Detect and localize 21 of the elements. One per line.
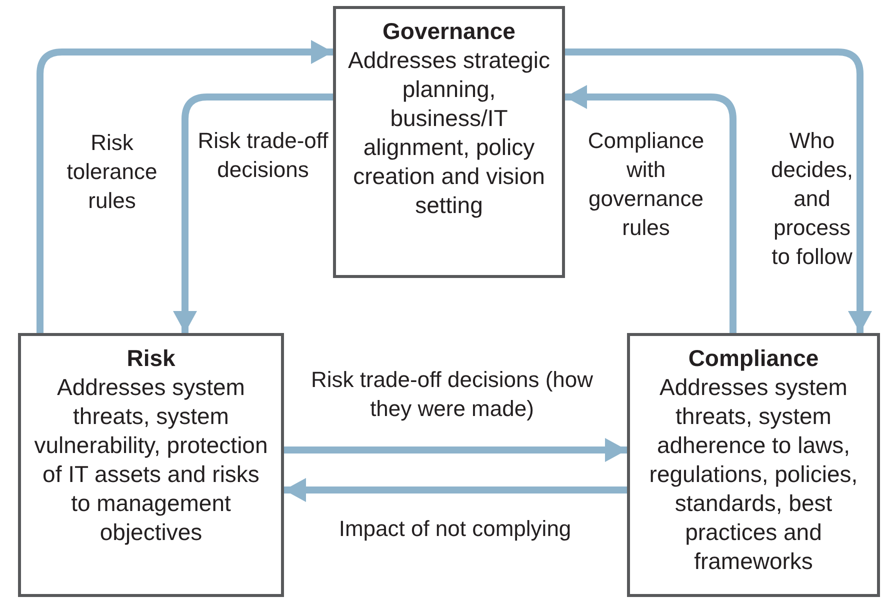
box-description: Addresses strategic planning, business/IT alignment, policy creation and vision setting (348, 46, 550, 220)
arrow (284, 438, 627, 462)
arrow (36, 40, 333, 333)
arrow (173, 94, 333, 333)
process-box (18, 333, 284, 597)
edge-label: Risk trade-off decisions (196, 127, 330, 184)
edge-label: Impact of not complying (338, 515, 572, 543)
edge-label: Compliance with governance rules (586, 127, 706, 242)
edge-label: Who decides, and process to follow (770, 127, 854, 271)
arrow (565, 48, 872, 333)
edge-label: Risk trade-off decisions (how they were made) (310, 366, 594, 423)
process-box (627, 333, 880, 597)
box-description: Addresses system threats, system vulnerability, protection of IT assets and risks to management objectives (33, 373, 269, 547)
box-heading: Risk (126, 344, 176, 373)
arrow (284, 478, 627, 502)
box-description: Addresses system threats, system adherence to laws, regulations, policies, standards, best practices and frameworks (648, 373, 859, 576)
process-box (333, 6, 565, 278)
box-heading: Governance (382, 17, 516, 46)
edge-label: Risk tolerance rules (66, 129, 158, 215)
arrow (565, 85, 736, 333)
box-heading: Compliance (688, 344, 819, 373)
